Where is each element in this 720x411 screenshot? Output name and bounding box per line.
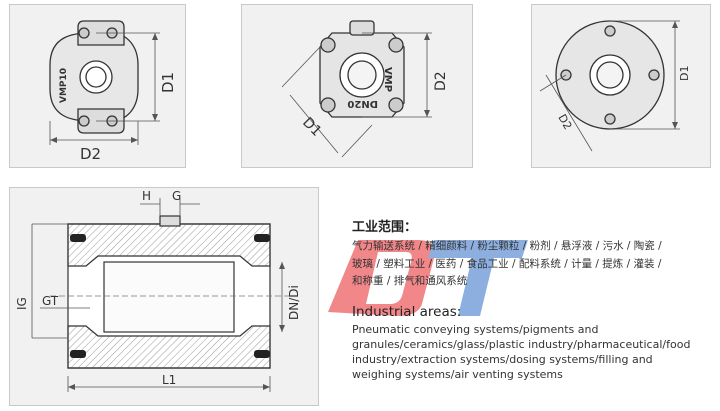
section-drawing: H G IG GT DN/Di L1: [15, 189, 301, 392]
small-flange-d1-label: D1: [159, 72, 177, 93]
square-flange-side-text: VMP: [382, 67, 393, 92]
square-flange-d1-label: D1: [299, 115, 324, 140]
round-flange-drawing: D1 D2: [539, 20, 691, 152]
square-flange-drawing: VMP DN20 D1 D2: [281, 20, 449, 158]
watermark-logo: [328, 240, 528, 316]
cn-line-1: 气力输送系统 / 精细颜料 / 粉尘颗粒 / 粉剂 / 悬浮液 / 污水 / 陶…: [352, 240, 662, 252]
square-flange-bottom-text: DN20: [347, 98, 378, 109]
round-flange-d2-label: D2: [555, 112, 574, 132]
section-h-label: H: [142, 189, 151, 203]
round-flange-d1-label: D1: [678, 66, 691, 81]
en-heading: Industrial areas:: [352, 304, 462, 320]
en-body: Pneumatic conveying systems/pigments and…: [352, 323, 691, 381]
small-flange-d2-label: D2: [80, 145, 101, 163]
small-flange-view: VMP10 D1 D2: [9, 4, 186, 168]
small-flange-body-text: VMP10: [59, 68, 69, 103]
square-flange-d2-label: D2: [433, 71, 449, 91]
section-view: H G IG GT DN/Di L1: [9, 187, 319, 406]
cn-line-3: 和称重 / 排气和通风系统: [352, 275, 468, 287]
section-ig-label: IG: [15, 297, 29, 310]
small-flange-drawing: VMP10 D1 D2: [49, 20, 177, 163]
square-flange-view: VMP DN20 D1 D2: [241, 4, 473, 168]
cn-heading: 工业范围：: [352, 220, 418, 235]
round-flange-view: D1 D2: [531, 4, 711, 168]
section-g-label: G: [172, 189, 181, 203]
cn-line-2: 玻璃 / 塑料工业 / 医药 / 食品工业 / 配料系统 / 计量 / 提炼 /…: [352, 258, 662, 270]
section-l1-label: L1: [162, 373, 176, 387]
section-gt-label: GT: [42, 294, 59, 308]
section-dndi-label: DN/Di: [287, 285, 301, 320]
